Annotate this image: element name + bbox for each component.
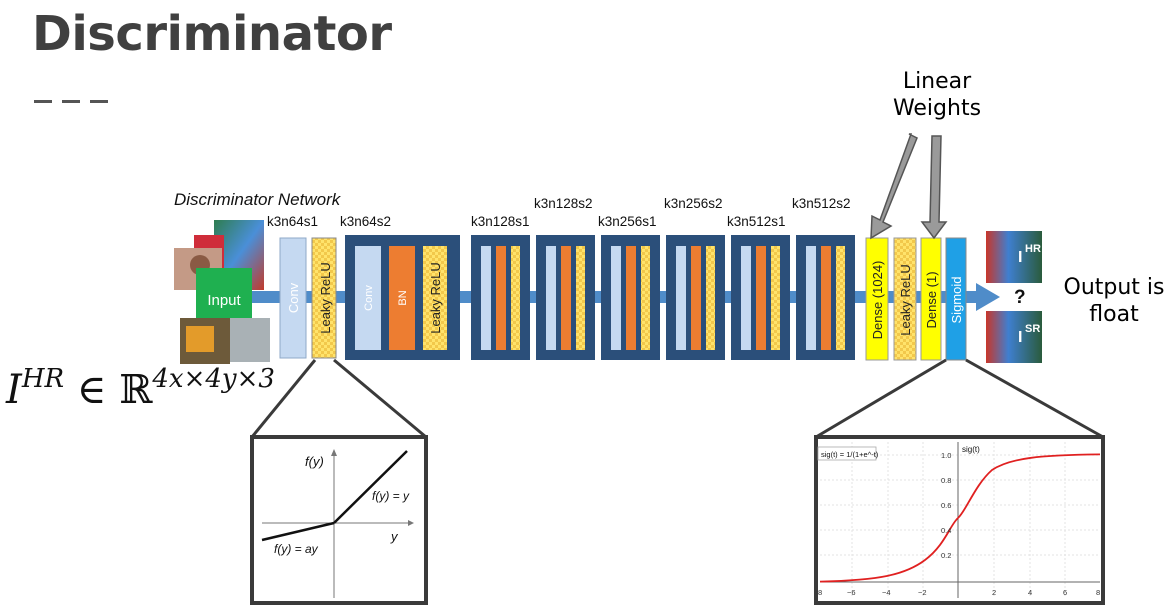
sigmoid-curve [819,453,1101,583]
output-sr-label: I [1018,329,1022,346]
linear-weights-note: Linear Weights [872,68,1002,122]
input-label: Input [207,292,241,309]
sig-xtick-2: −6 [847,588,856,597]
sigmoid-axis-label: sig(t) [962,445,980,454]
leaky-relu-plot: f(y) y f(y) = y f(y) = ay [250,435,428,605]
butterfly-wing [186,326,214,352]
network-caption: Discriminator Network [174,190,342,209]
zoom-line-right-b [965,358,1104,439]
zoom-line-left-b [333,358,427,439]
block1-bn-label: BN [397,290,409,305]
block1-leaky [423,246,447,350]
dense-1024-label: Dense (1024) [870,261,885,340]
sigmoid-legend: sig(t) = 1/(1+e^-t) [821,450,879,459]
page-title: Discriminator [32,6,392,62]
label-k3n512s2: k3n512s2 [792,196,851,211]
input-block [196,268,252,318]
relu-xlabel: y [390,529,399,544]
sigmoid-layer [945,237,967,361]
relu-ylabel: f(y) [305,454,324,469]
input-images: Input [174,220,270,364]
dense-1024-layer [865,237,889,361]
sig-ytick-5: 0.2 [941,551,951,560]
formula-base-sup: HR [21,364,65,394]
sigmoid-plot: sig(t) = 1/(1+e^-t) sig(t) 1.0 0.8 0.6 0… [814,435,1105,605]
weight-arrow-2 [920,135,948,240]
sig-xtick-7: 6 [1063,588,1067,597]
label-k3n64s1: k3n64s1 [267,214,318,229]
block1-conv [355,246,381,350]
label-k3n256s1: k3n256s1 [598,214,657,229]
leaky-relu-layer-2 [893,237,917,361]
sig-ytick-2: 0.8 [941,476,951,485]
sig-ytick-3: 0.6 [941,501,951,510]
hr-formula: IHR ∈ ℝ4x×4y×3 [6,364,275,413]
leaky-relu-layer-1 [311,237,337,359]
zoom-line-right-a [815,358,947,439]
formula-relation: ∈ ℝ [76,367,153,413]
output-sr-image: I SR [986,311,1042,363]
label-k3n512s1: k3n512s1 [727,214,786,229]
block1-conv-label: Conv [363,285,375,311]
block-k3n128s2 [536,235,595,360]
block-k3n128s1 [471,235,530,360]
output-note-line1: Output is [1063,275,1165,300]
sig-xtick-3: −4 [882,588,891,597]
output-sr-sup: SR [1025,323,1040,335]
output-note: Output is float [1052,274,1174,328]
output-question-mark: ? [1014,287,1026,308]
weight-arrow-1 [870,133,918,240]
block-k3n512s2 [796,235,855,360]
label-k3n128s2: k3n128s2 [534,196,593,211]
dense-1-label: Dense (1) [924,271,939,328]
label-k3n256s2: k3n256s2 [664,196,723,211]
output-hr-label: I [1018,249,1022,266]
relu-pos-label: f(y) = y [372,489,410,503]
sig-ytick-1: 1.0 [941,451,951,460]
sigmoid-y-ticks: 1.0 0.8 0.6 0.4 0.2 [941,451,951,560]
sig-xtick-6: 4 [1028,588,1032,597]
relu-neg-label: f(y) = ay [274,542,319,556]
block-k3n256s1 [601,235,660,360]
sig-xtick-8: 8 [1096,588,1100,597]
block1-leaky-label: Leaky ReLU [428,262,443,334]
leaky-relu-layer-2-label: Leaky ReLU [898,264,913,336]
leaky-relu-layer-1-label: Leaky ReLU [318,262,333,334]
output-hr-sup: HR [1025,243,1041,255]
label-k3n128s1: k3n128s1 [471,214,530,229]
title-underline [34,100,110,103]
output-note-line2: float [1089,302,1139,327]
output-hr-image: I HR [986,231,1042,283]
label-k3n64s2: k3n64s2 [340,214,391,229]
formula-base: I [6,367,22,413]
sig-ytick-4: 0.4 [941,526,951,535]
conv-layer-1 [279,237,307,359]
zoom-line-left-a [250,359,317,438]
flow-arrow-head [976,283,1000,311]
block1-bn [389,246,415,350]
linear-weights-line1: Linear [902,69,972,94]
linear-weights-line2: Weights [892,96,982,121]
sigmoid-label: Sigmoid [949,277,964,324]
dense-1-layer [920,237,942,361]
formula-dims: 4x×4y×3 [152,364,275,394]
sigmoid-x-ticks: 8 −6 −4 −2 2 4 6 8 [818,588,1100,597]
block-k3n512s1 [731,235,790,360]
conv-layer-1-label: Conv [286,282,301,313]
sig-xtick-4: −2 [918,588,927,597]
sig-xtick-1: 8 [818,588,822,597]
sig-xtick-5: 2 [992,588,996,597]
block-k3n256s2 [666,235,725,360]
seascape-image [230,318,270,362]
